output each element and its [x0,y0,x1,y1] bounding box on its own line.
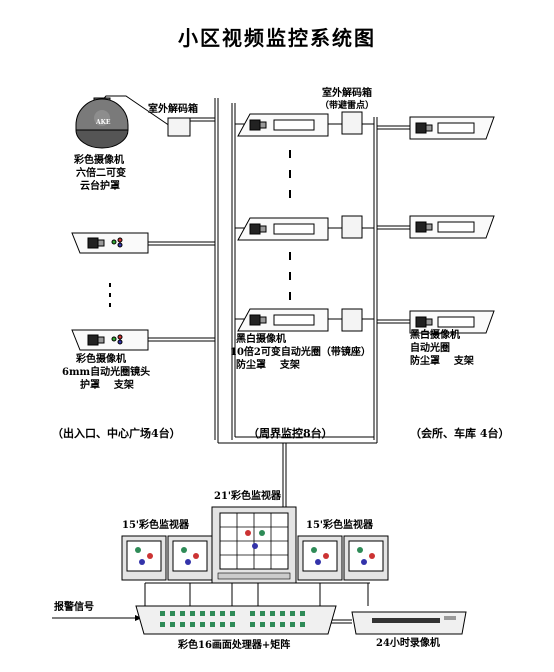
diagram-title: 小区视频监控系统图 [178,26,376,50]
ptz-badge: AKE [96,119,111,126]
left-camera-icons [71,232,149,351]
alarm-signal-label: 报警信号 [54,602,94,613]
monitor-15-right-label: 15'彩色监视器 [306,520,373,531]
monitor-15-left-label: 15'彩色监视器 [122,520,189,531]
ptz-camera-label-2: 六倍二可变 [76,168,126,179]
ptz-camera-label-1: 彩色摄像机 [74,155,124,166]
decoder-left-label: 室外解码箱 [148,104,198,115]
left-camera-label-3: 护罩 支架 [80,380,134,391]
alarm-arrow-icon [135,615,142,621]
right-camera-label-1: 黑白摄像机 [410,330,460,341]
monitor-15-icons [121,535,389,581]
right-camera-icons [409,116,495,334]
group-left-label: （出入口、中心广场4台） [52,427,181,440]
monitor-21-label: 21'彩色监视器 [214,491,281,502]
cable-lines [52,95,410,624]
center-camera-label-3: 防尘罩 支架 [236,360,300,371]
left-camera-label-1: 彩色摄像机 [76,354,126,365]
decoder-box-icons [167,111,363,332]
processor-label: 彩色16画面处理器+矩阵 [178,640,291,651]
ptz-camera-label-3: 云台护罩 [80,181,120,192]
decoder-top-label: 室外解码箱 [322,88,372,99]
center-camera-icons [237,113,329,332]
left-camera-label-2: 6mm自动光圈镜头 [62,367,151,378]
recorder-label: 24小时录像机 [376,638,440,649]
vcr-recorder-icon [351,611,467,635]
right-camera-label-3: 防尘罩 支架 [410,356,474,367]
decoder-top-note: （带避雷点） [320,101,375,111]
ptz-dome-camera-icon [75,97,129,149]
group-right-label: （会所、车库 4台） [410,427,510,440]
right-camera-label-2: 自动光圈 [410,343,450,354]
center-camera-label-1: 黑白摄像机 [236,334,286,345]
monitor-21-icon [211,506,297,584]
center-camera-label-2: 10倍2可变自动光圈（带镜座） [230,347,371,358]
processor-matrix-icon [135,605,337,635]
ellipsis-dashes [109,150,291,307]
group-center-label: （周界监控8台） [248,427,333,440]
